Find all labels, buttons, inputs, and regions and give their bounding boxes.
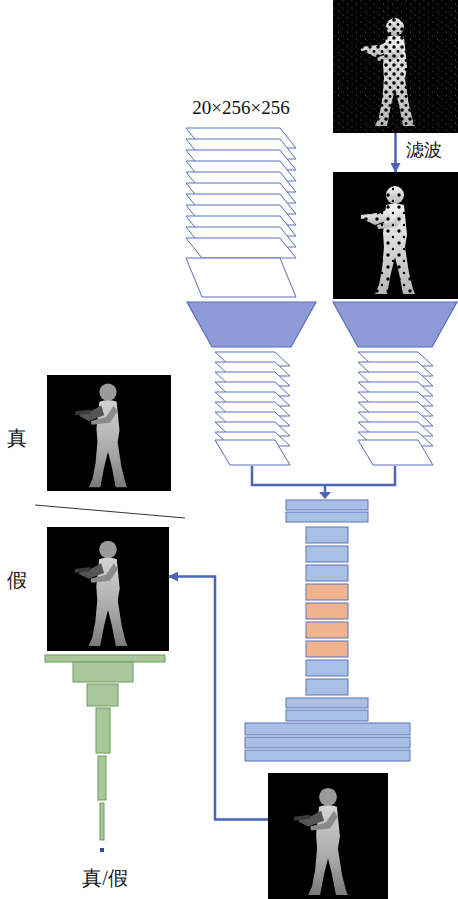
person-silhouette — [361, 186, 415, 294]
encoder-trapezoid — [187, 302, 316, 347]
separator-line — [35, 505, 185, 518]
feature-sheet — [186, 139, 296, 159]
flow-arrow — [169, 577, 268, 820]
feature-sheet — [186, 172, 296, 192]
encoder-trapezoid — [333, 302, 457, 347]
feature-sheet — [186, 128, 296, 148]
feature-sheet — [358, 440, 433, 465]
layer-block — [245, 723, 410, 735]
layer-block — [45, 655, 165, 662]
layer-block — [286, 698, 368, 708]
feature-stack: 20×256×256 — [185, 128, 297, 298]
feature-sheet — [186, 194, 296, 214]
generator-network — [245, 500, 410, 761]
residual-block — [306, 622, 348, 638]
layer-block — [306, 660, 348, 676]
feature-sheet — [186, 183, 296, 203]
layer-block — [306, 565, 348, 581]
layer-block — [286, 500, 368, 510]
depth-image: 假 — [47, 527, 169, 651]
layer-block — [96, 708, 110, 753]
residual-block — [306, 584, 348, 600]
filtered-depth-illustration — [333, 172, 458, 299]
feature-sheet — [215, 422, 290, 436]
layer-block — [306, 546, 348, 562]
encoded-sheet-stack — [215, 352, 290, 465]
feature-sheet — [186, 227, 296, 247]
feature-sheet — [215, 392, 290, 406]
feature-sheet — [215, 432, 290, 446]
layer-block — [306, 527, 348, 543]
person-silhouette — [294, 788, 348, 895]
encoded-sheet-stack — [358, 352, 433, 465]
node-label: 假 — [7, 569, 37, 591]
merge-wire — [252, 466, 395, 493]
discriminator-layers — [45, 655, 165, 852]
feature-sheet — [215, 402, 290, 416]
arrow-head — [319, 492, 331, 499]
feature-sheet — [215, 382, 290, 396]
person-silhouette — [75, 541, 128, 646]
feature-sheet — [186, 258, 296, 297]
residual-block — [306, 603, 348, 619]
noisy-depth-illustration — [333, 0, 458, 133]
merge-wire — [252, 466, 395, 485]
feature-sheet — [358, 382, 433, 396]
feature-sheet — [215, 352, 290, 366]
depth-image — [268, 773, 388, 899]
feature-sheet — [358, 432, 433, 446]
missing-pixels — [333, 172, 458, 299]
person-silhouette — [75, 383, 127, 487]
layer-block — [245, 737, 410, 748]
layer-block — [286, 512, 368, 522]
node-label: 真/假 — [45, 867, 165, 889]
output-dot — [100, 848, 104, 852]
layer-block — [286, 710, 368, 721]
feature-sheet — [186, 161, 296, 181]
feature-sheet — [215, 412, 290, 426]
node-label: 20×256×256 — [175, 98, 307, 119]
noise-specks — [333, 0, 458, 133]
feature-sheet — [358, 412, 433, 426]
layer-block — [73, 662, 133, 682]
feature-sheet — [186, 150, 296, 170]
feature-sheet — [358, 402, 433, 416]
node-label: 真 — [7, 427, 37, 449]
depth-image — [333, 172, 458, 299]
depth-image — [333, 0, 458, 133]
discriminator-net: 真/假 — [45, 655, 165, 855]
feature-sheet — [215, 362, 290, 376]
residual-block — [306, 641, 348, 657]
depth-image: 真 — [47, 375, 171, 491]
layer-block — [87, 684, 118, 706]
person-silhouette — [361, 18, 415, 126]
feature-sheet — [358, 372, 433, 386]
feature-sheet — [358, 362, 433, 376]
feature-sheet — [358, 392, 433, 406]
feature-sheet — [186, 216, 296, 236]
flow-arrow — [394, 133, 397, 172]
feature-sheet — [358, 352, 433, 366]
layer-block — [306, 679, 348, 695]
feature-sheet — [186, 205, 296, 225]
input-sheet-stack — [186, 128, 296, 297]
feature-sheet — [358, 422, 433, 436]
merge-wire — [324, 485, 327, 493]
feature-sheet — [215, 440, 290, 465]
layer-block — [245, 750, 410, 761]
edge-label: 滤波 — [406, 141, 442, 161]
layer-block — [100, 803, 104, 840]
layer-block — [98, 756, 106, 800]
missing-pixels — [333, 0, 458, 133]
feature-sheet — [215, 372, 290, 386]
feature-sheet — [186, 238, 296, 258]
